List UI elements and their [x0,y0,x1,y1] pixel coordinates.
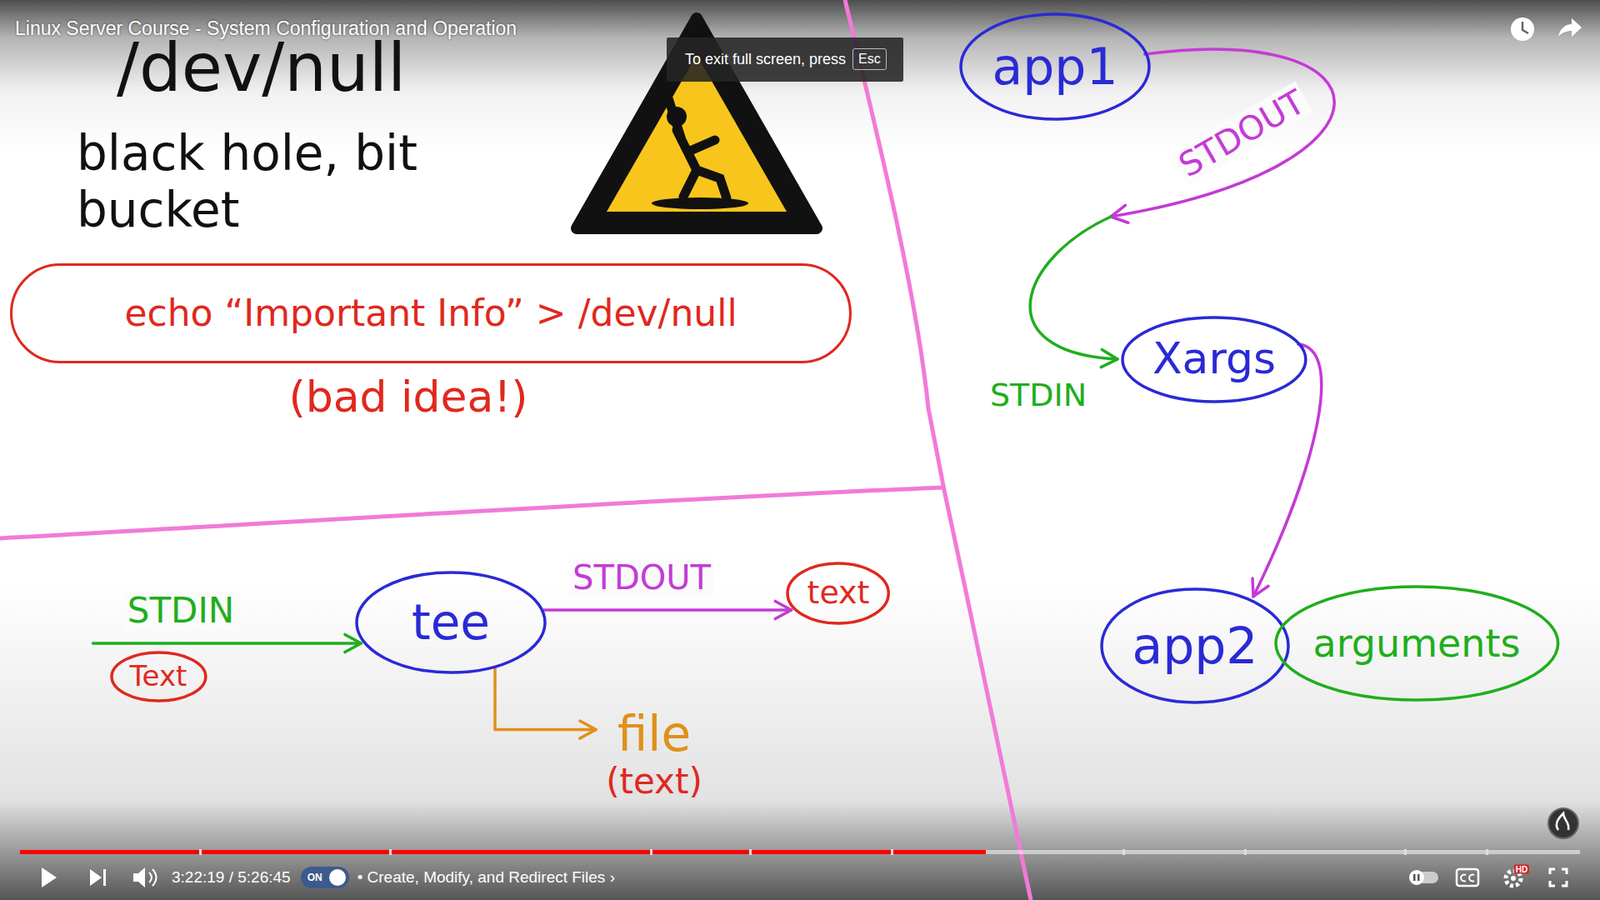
node-text-stack: app2 [1131,617,1258,675]
stream-label: STDIN [990,376,1087,414]
command-box: echo “Important Info” > /dev/null [10,263,852,364]
stdout-line [543,608,791,612]
watch-later-icon [1510,17,1535,41]
stdout-curve [1110,49,1335,217]
warning-note-holder: (bad idea!) [288,371,528,422]
key-cap-holder: Esc [852,48,887,70]
stream-label-holder: STDOUT [569,559,715,596]
program-ellipse: app2 [1100,587,1290,705]
stream-label-holder: STDIN [990,376,1087,414]
stdin-curve [1030,216,1118,360]
note-text-holder: black hole, bit bucket [76,125,469,240]
note-text: black hole, bit bucket [76,125,469,240]
program-ellipse: tee [355,570,547,675]
fullscreen-hint: To exit full screen, press [685,50,846,69]
arguments-ellipse: arguments [1274,585,1560,702]
node-text-stack: Xargs [1152,334,1276,385]
ellipse-outline-shape [111,652,206,701]
divider-line [845,0,1031,900]
time-display-holder: 3:22:19 / 5:26:45 [171,868,291,887]
arguments-text: arguments [1313,621,1521,666]
floor-puddle [651,197,749,210]
fullscreen-hint-holder: To exit full screen, press [685,50,846,69]
warning-note: (bad idea!) [288,371,528,422]
divider-line [0,487,945,539]
file-node: file(text) [602,703,706,806]
key-cap: Esc [852,48,887,70]
data-ellipse: Text [110,650,208,703]
node-text-stack: echo “Important Info” > /dev/null [124,292,737,335]
play-icon [41,867,57,888]
node-text-stack: tee [411,595,490,651]
ellipse-outline-shape [1101,589,1289,703]
node-text-stack: file(text) [605,706,703,803]
volume-icon [133,867,157,888]
captions-icon [1456,869,1479,886]
arrowhead [1110,205,1129,223]
command-text: echo “Important Info” > /dev/null [124,292,737,335]
ellipse-outline-shape [1275,586,1559,700]
exit-fullscreen-icon [1550,869,1567,886]
time-display: 3:22:19 / 5:26:45 [171,868,291,887]
channel-logo [1548,808,1579,839]
arrowhead [1100,350,1118,368]
file-name: file [617,706,691,763]
program-name: app2 [1131,617,1258,675]
data-ellipse: text [785,561,890,625]
arrowhead [345,634,361,652]
stream-label-holder: STDIN [124,591,238,630]
program-ellipse: Xargs [1120,315,1308,404]
program-name: tee [411,595,490,651]
flow-connector [93,634,362,652]
data-text: Text [130,660,188,693]
chapter-gaps [199,849,1489,855]
node-text-stack: app1 [991,38,1118,96]
program-ellipse: app1 [959,12,1151,121]
node-text-stack: Text [130,660,188,693]
progress-track [20,850,1580,855]
chapter-title: • Create, Modify, and Redirect Files › [357,868,615,887]
progress-bar [20,849,1580,855]
node-text-stack: arguments [1313,621,1521,666]
stdin-line [93,641,362,645]
flow-connector [543,600,791,619]
stream-label: STDIN [124,591,238,630]
stream-label: STDOUT [569,559,715,596]
chapter-title-holder: • Create, Modify, and Redirect Files › [357,868,615,887]
ellipse-outline-shape [787,563,889,624]
node-text-stack: text [807,575,870,612]
toggle-state-holder: ON [307,871,323,884]
stream-label: STDOUT [1170,80,1315,185]
ellipse-outline-shape [356,572,545,673]
next-icon [90,869,106,886]
arrowhead [580,720,596,739]
toggle-knob [329,869,346,886]
quality-badge-holder: HD [1514,865,1530,875]
quality-badge: HD [1514,865,1530,875]
ellipse-outline-shape [960,14,1150,120]
program-name: Xargs [1152,334,1276,385]
toggle-state: ON [307,871,323,884]
arrowhead [775,600,791,619]
flow-connector [495,668,596,739]
program-name: app1 [991,38,1118,96]
share-icon [1558,18,1582,37]
file-content: (text) [605,761,703,802]
autoplay-toggle [1409,870,1439,885]
arrowhead [1252,578,1269,597]
falling-figure [668,98,727,199]
progress-played [20,850,986,855]
data-text: text [807,575,870,612]
ellipse-outline-shape [1122,317,1306,402]
heading-text: /dev/null [116,31,406,105]
heading-text-holder: /dev/null [116,31,406,105]
stream-label-holder: STDOUT [1170,80,1315,185]
